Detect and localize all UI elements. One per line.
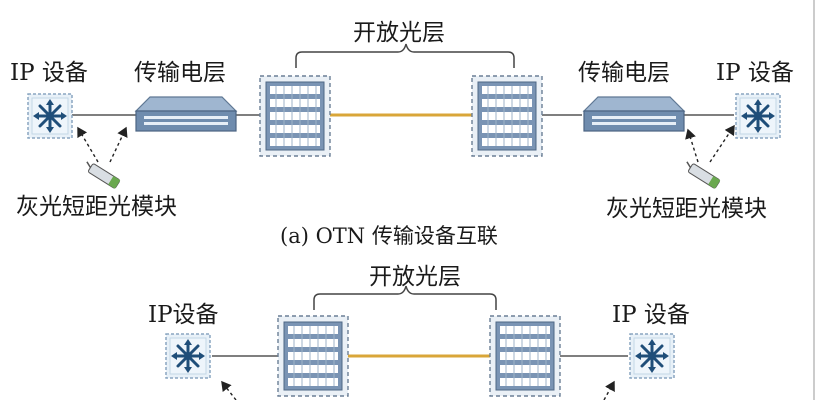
open-optical-rack-right-b xyxy=(489,315,561,397)
label-transport-left-a: 传输电层 xyxy=(134,60,226,86)
caption-a: (a) OTN 传输设备互联 xyxy=(280,224,498,248)
label-transport-right-a: 传输电层 xyxy=(578,60,670,86)
arrow-module-transport-right-a xyxy=(685,128,699,163)
ip-device-left-b xyxy=(164,332,212,380)
transport-device-right-a xyxy=(583,96,685,132)
open-optical-rack-left-a xyxy=(259,75,331,157)
label-ip-device-right-a: IP 设备 xyxy=(716,60,794,86)
ip-device-left-a xyxy=(26,92,74,140)
label-ip-device-left-a: IP 设备 xyxy=(10,60,88,86)
arrow-partial-left-b xyxy=(221,380,237,400)
arrow-module-ip-right-a xyxy=(709,124,735,163)
brace-open-optical-a xyxy=(295,43,515,68)
label-open-optical-b: 开放光层 xyxy=(369,264,461,290)
optical-module-left-a xyxy=(81,159,121,190)
label-open-optical-a: 开放光层 xyxy=(353,20,445,46)
transport-device-left-a xyxy=(135,96,237,132)
brace-open-optical-b xyxy=(313,285,497,310)
ip-device-right-b xyxy=(628,332,676,380)
label-module-left-a: 灰光短距光模块 xyxy=(16,194,177,220)
arrow-partial-right-b xyxy=(603,380,615,400)
arrow-module-ip-left-a xyxy=(77,126,99,163)
label-module-right-a: 灰光短距光模块 xyxy=(606,196,767,222)
ip-device-right-a xyxy=(734,92,782,140)
open-optical-rack-right-a xyxy=(471,75,543,157)
open-optical-rack-left-b xyxy=(277,315,349,397)
optical-module-right-a xyxy=(681,159,721,190)
label-ip-device-left-b: IP设备 xyxy=(148,302,219,328)
label-ip-device-right-b: IP 设备 xyxy=(612,302,690,328)
arrow-module-transport-left-a xyxy=(109,126,128,163)
